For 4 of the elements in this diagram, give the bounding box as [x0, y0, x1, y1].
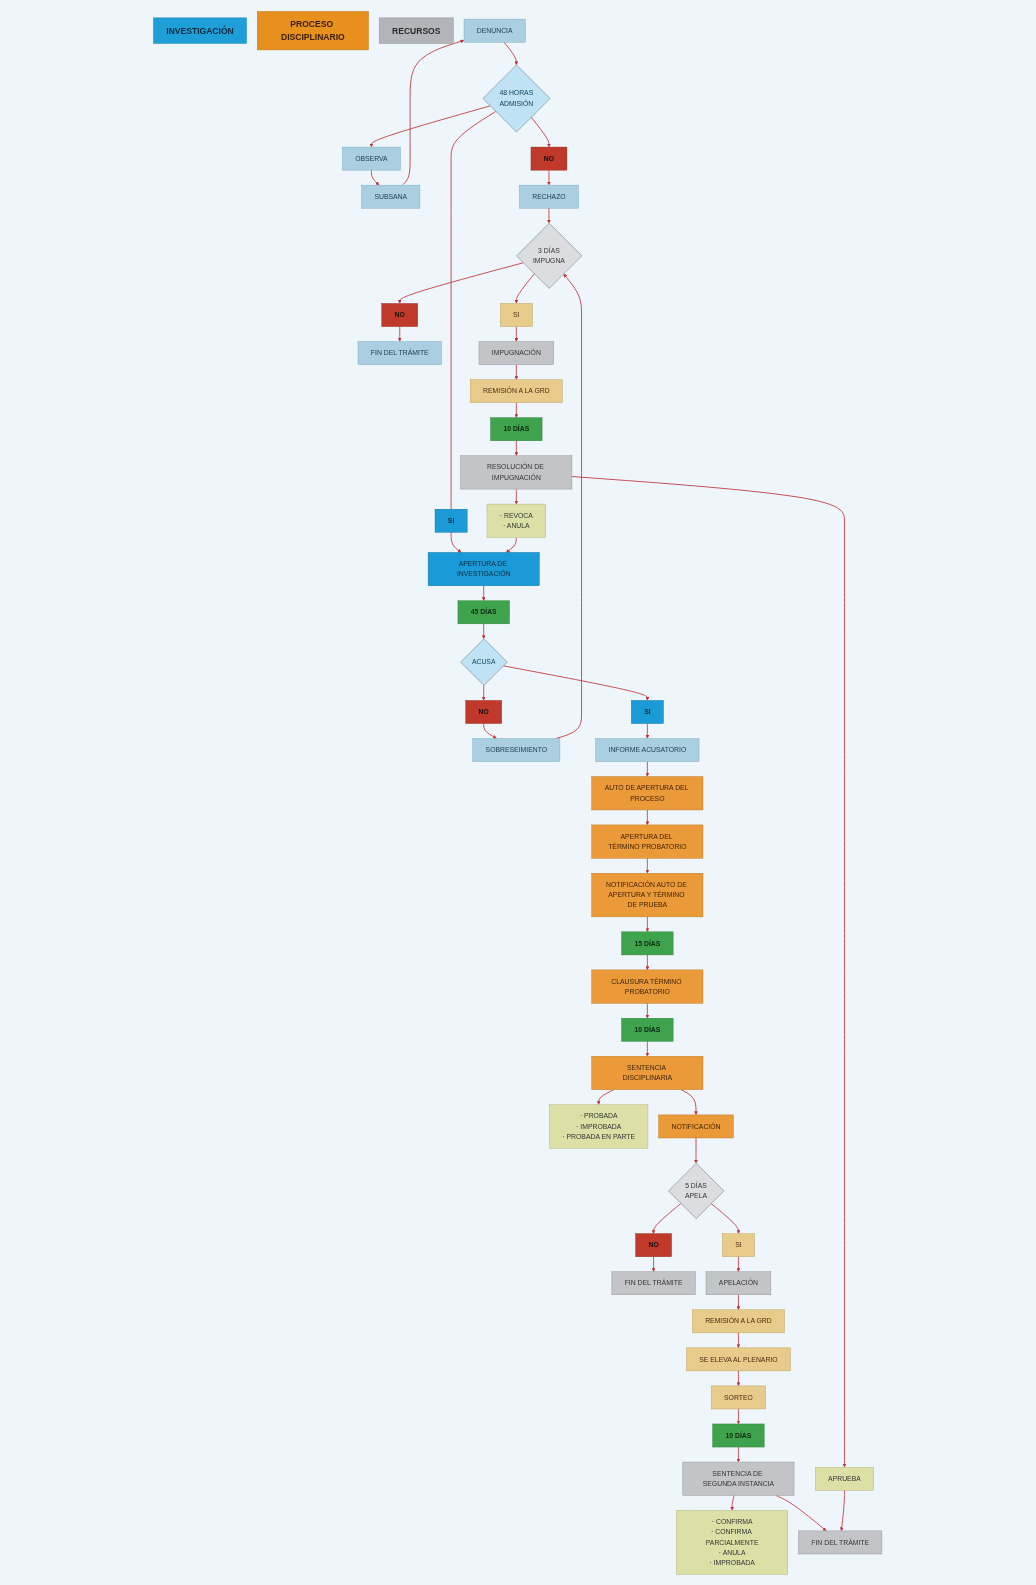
connector	[451, 110, 497, 510]
node-box: PROCESO DISCIPLINARIO	[257, 10, 370, 50]
node-box: RECURSOS	[379, 17, 454, 44]
node-box: INVESTIGACIÓN	[153, 17, 248, 44]
